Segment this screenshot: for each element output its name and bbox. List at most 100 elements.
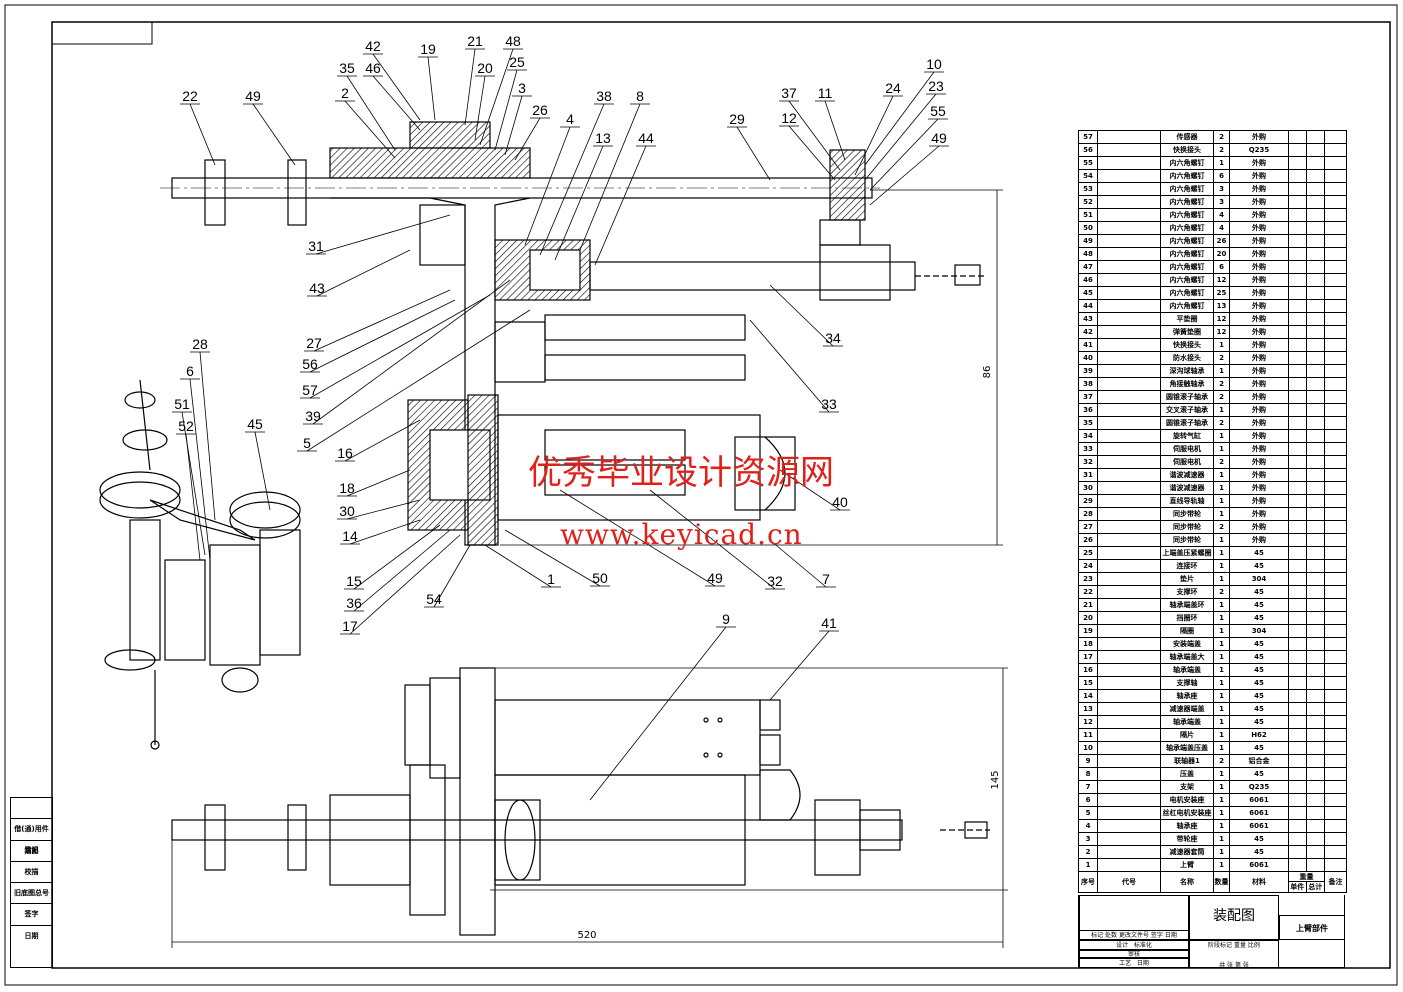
bom-cell xyxy=(1098,417,1161,429)
bom-cell: 外购 xyxy=(1230,352,1289,364)
bom-cell: 9 xyxy=(1079,755,1098,767)
bom-cell xyxy=(1098,742,1161,754)
bom-cell xyxy=(1307,846,1325,858)
bom-cell: 36 xyxy=(1079,404,1098,416)
bom-cell: 联轴器1 xyxy=(1161,755,1214,767)
bom-cell xyxy=(1098,521,1161,533)
bom-cell xyxy=(1289,352,1307,364)
bom-cell: 外购 xyxy=(1230,248,1289,260)
bom-cell xyxy=(1325,508,1346,520)
bom-cell xyxy=(1289,638,1307,650)
part-number-label: 17 xyxy=(342,618,358,634)
bom-cell: 45 xyxy=(1079,287,1098,299)
bom-cell: 4 xyxy=(1214,222,1230,234)
bom-cell: 29 xyxy=(1079,495,1098,507)
bom-cell xyxy=(1289,586,1307,598)
leader-line xyxy=(312,279,511,425)
part-number-label: 3 xyxy=(518,80,526,96)
bom-cell: 13 xyxy=(1079,703,1098,715)
part-number-label: 9 xyxy=(722,611,730,627)
bom-cell: 15 xyxy=(1079,677,1098,689)
bom-cell: 谐波减速器 xyxy=(1161,469,1214,481)
bom-cell: 外购 xyxy=(1230,209,1289,221)
bom-cell xyxy=(1325,157,1346,169)
bom-cell: 外购 xyxy=(1230,222,1289,234)
bom-cell: 40 xyxy=(1079,352,1098,364)
bom-cell: 2 xyxy=(1214,391,1230,403)
part-number-label: 2 xyxy=(341,85,349,101)
part-number-label: 15 xyxy=(346,573,362,589)
stamp-item: 日期 xyxy=(24,931,39,940)
bom-cell: 12 xyxy=(1079,716,1098,728)
bom-cell: 外购 xyxy=(1230,495,1289,507)
bom-cell xyxy=(1307,352,1325,364)
bom-cell: 57 xyxy=(1079,131,1098,143)
bom-cell: 2 xyxy=(1214,755,1230,767)
part-number-label: 48 xyxy=(505,33,521,49)
bom-cell: 304 xyxy=(1230,625,1289,637)
part-number-label: 31 xyxy=(308,238,324,254)
bom-cell: 同步带轮 xyxy=(1161,508,1214,520)
bom-cell xyxy=(1307,534,1325,546)
watermark-title: 优秀毕业设计资源网 xyxy=(528,453,834,493)
leader-line xyxy=(427,56,436,121)
bom-cell xyxy=(1307,859,1325,871)
bom-cell: 电机安装座 xyxy=(1161,794,1214,806)
bom-cell xyxy=(1098,170,1161,182)
bom-cell: 2 xyxy=(1079,846,1098,858)
bom-cell: 1 xyxy=(1214,625,1230,637)
bom-cell xyxy=(1098,625,1161,637)
bom-cell xyxy=(1325,534,1346,546)
bom-cell: 外购 xyxy=(1230,443,1289,455)
stamp-item: 借(通)用件登记 xyxy=(11,819,52,854)
leader-line xyxy=(315,214,451,255)
bom-cell xyxy=(1325,287,1346,299)
bom-cell: 2 xyxy=(1214,417,1230,429)
bom-cell xyxy=(1307,521,1325,533)
part-number-label: 37 xyxy=(781,85,797,101)
bom-cell: 内六角螺钉 xyxy=(1161,222,1214,234)
part-number-label: 28 xyxy=(192,336,208,352)
bom-cell: 外购 xyxy=(1230,365,1289,377)
bom-weight-label: 重量 xyxy=(1289,872,1324,882)
bom-cell xyxy=(1098,547,1161,559)
bom-cell: 内六角螺钉 xyxy=(1161,209,1214,221)
bom-cell xyxy=(1098,638,1161,650)
bom-cell xyxy=(1289,274,1307,286)
bom-cell xyxy=(1325,430,1346,442)
bom-cell xyxy=(1325,391,1346,403)
leader-line xyxy=(524,126,571,246)
bom-cell: 外购 xyxy=(1230,170,1289,182)
bom-cell: 45 xyxy=(1230,768,1289,780)
bom-cell xyxy=(1098,287,1161,299)
bom-cell xyxy=(1098,573,1161,585)
bom-cell xyxy=(1325,404,1346,416)
bom-cell: 19 xyxy=(1079,625,1098,637)
part-number-label: 40 xyxy=(832,494,848,510)
bom-cell: 47 xyxy=(1079,261,1098,273)
bom-cell: 8 xyxy=(1079,768,1098,780)
bom-cell xyxy=(1098,274,1161,286)
bom-cell xyxy=(1289,404,1307,416)
bom-cell: 2 xyxy=(1214,378,1230,390)
leader-line xyxy=(353,524,441,590)
bom-cell: 1 xyxy=(1214,469,1230,481)
bom-weight-subheaders: 单件总计 xyxy=(1289,882,1324,892)
bom-cell: 55 xyxy=(1079,157,1098,169)
bom-cell: 内六角螺钉 xyxy=(1161,261,1214,273)
bom-cell: 角接触轴承 xyxy=(1161,378,1214,390)
bom-cell: 44 xyxy=(1079,300,1098,312)
bom-cell: 6 xyxy=(1079,794,1098,806)
part-number-label: 22 xyxy=(182,88,198,104)
tb-label-design: 设计 xyxy=(1116,942,1129,949)
bom-cell xyxy=(1289,534,1307,546)
bom-cell xyxy=(1098,378,1161,390)
bom-cell: 2 xyxy=(1214,586,1230,598)
part-number-label: 8 xyxy=(636,88,644,104)
bom-cell xyxy=(1098,534,1161,546)
